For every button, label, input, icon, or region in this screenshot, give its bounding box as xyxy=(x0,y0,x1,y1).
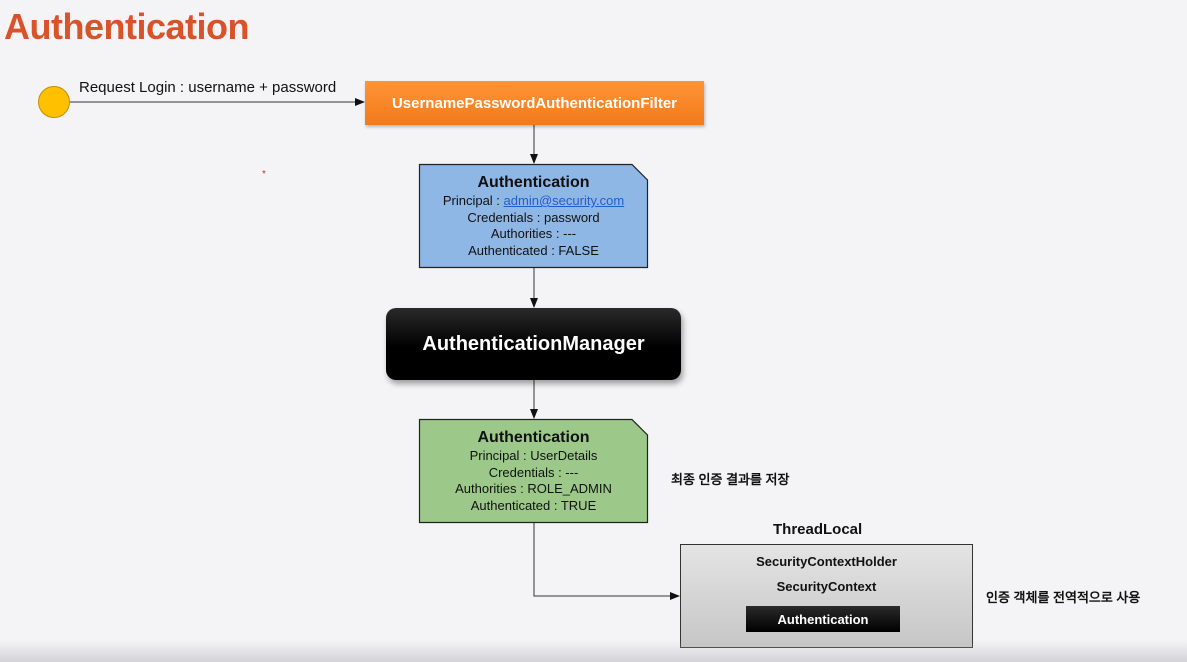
store-result-note: 최종 인증 결과를 저장 xyxy=(671,472,790,487)
manager-label: AuthenticationManager xyxy=(422,332,645,355)
auth-before-shape xyxy=(418,163,649,269)
global-use-note: 인증 객체를 전역적으로 사용 xyxy=(986,590,1141,605)
auth-after-principal: Principal : UserDetails xyxy=(469,448,598,463)
auth-after-authenticated: Authenticated : TRUE xyxy=(470,497,597,513)
auth-after-shape xyxy=(418,418,649,524)
auth-before-authorities: Authorities : --- xyxy=(490,226,577,241)
auth-before-principal-prefix: Principal : xyxy=(442,193,504,208)
auth-before-authenticated: Authenticated : FALSE xyxy=(468,242,599,258)
filter-label: UsernamePasswordAuthenticationFilter xyxy=(391,94,678,112)
auth-before-title: Authentication xyxy=(477,174,590,191)
red-marker: * xyxy=(262,169,266,180)
authentication-manager-box: AuthenticationManager xyxy=(386,308,681,380)
authentication-before-card: Authentication Principal : admin@securit… xyxy=(419,164,648,268)
bottom-shadow-band xyxy=(0,640,1187,662)
arrow-auth-to-holder xyxy=(533,523,680,600)
threadlocal-label: ThreadLocal xyxy=(773,521,863,538)
start-node xyxy=(38,86,70,118)
page-title: Authentication xyxy=(4,6,249,47)
authentication-after-card: Authentication Principal : UserDetails C… xyxy=(419,419,648,523)
principal-email-link[interactable]: admin@security.com xyxy=(503,193,625,208)
auth-before-credentials: Credentials : password xyxy=(467,209,600,225)
auth-after-title: Authentication xyxy=(477,429,590,446)
request-login-label: Request Login : username + password xyxy=(79,79,337,96)
authentication-chip: Authentication xyxy=(746,606,900,632)
auth-after-authorities: Authorities : ROLE_ADMIN xyxy=(455,481,612,496)
security-context-holder-label: SecurityContextHolder xyxy=(756,554,897,569)
auth-after-credentials: Credentials : --- xyxy=(488,464,579,480)
security-context-label: SecurityContext xyxy=(776,579,877,594)
username-password-filter-box: UsernamePasswordAuthenticationFilter xyxy=(365,81,704,125)
authentication-chip-label: Authentication xyxy=(777,611,869,627)
auth-before-principal: Principal : admin@security.com xyxy=(443,193,624,210)
security-context-holder-box: SecurityContextHolder SecurityContext Au… xyxy=(680,544,973,648)
